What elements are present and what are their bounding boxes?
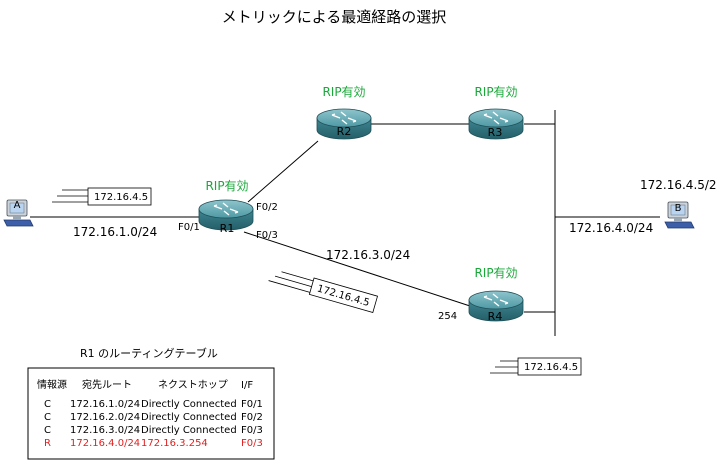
table-header-next-hop: ネクストホップ [158, 379, 228, 391]
network-r1-r4-label: 172.16.3.0/24 [326, 248, 410, 262]
router-r3-label: R3 [488, 126, 503, 139]
row-4-source: R [44, 438, 51, 449]
row-4-next-hop: 172.16.3.254 [141, 438, 208, 449]
row-1-next-hop: Directly Connected [141, 399, 237, 410]
network-links [30, 110, 660, 336]
link-r1-r2 [247, 140, 319, 203]
router-r1-rip-label: RIP有効 [205, 178, 248, 193]
router-r3-rip-label: RIP有効 [474, 84, 517, 99]
port-r4-254: 254 [438, 311, 457, 322]
router-r2-label: R2 [337, 125, 352, 138]
row-4-interface: F0/3 [241, 438, 263, 449]
row-2-destination: 172.16.2.0/24 [70, 412, 140, 423]
routing-table-caption: R1 のルーティングテーブル [80, 346, 218, 360]
network-lan-b-label: 172.16.4.0/24 [569, 221, 653, 235]
row-1-source: C [44, 399, 51, 410]
row-4-destination: 172.16.4.0/24 [70, 438, 140, 449]
packet-1-address: 172.16.4.5 [94, 192, 148, 203]
row-1-interface: F0/1 [241, 399, 263, 410]
table-header-interface: I/F [241, 380, 253, 391]
router-r4-label: R4 [488, 310, 503, 323]
packet-1: 172.16.4.5 [52, 187, 152, 206]
table-row-highlighted: R 172.16.4.0/24 172.16.3.254 F0/3 [44, 438, 263, 449]
row-2-interface: F0/2 [241, 412, 263, 423]
host-a-label: A [14, 200, 21, 211]
row-2-next-hop: Directly Connected [141, 412, 237, 423]
page-title: メトリックによる最適経路の選択 [222, 8, 447, 26]
link-r1-r4 [243, 231, 471, 307]
routing-table: 情報源 宛先ルート ネクストホップ I/F C 172.16.1.0/24 Di… [27, 367, 275, 460]
table-row: C 172.16.1.0/24 Directly Connected F0/1 [44, 399, 263, 410]
host-b-label: B [675, 203, 682, 214]
row-2-source: C [44, 412, 51, 423]
table-header-destination: 宛先ルート [82, 378, 132, 391]
row-3-interface: F0/3 [241, 425, 263, 436]
table-row: C 172.16.2.0/24 Directly Connected F0/2 [44, 412, 263, 423]
row-1-destination: 172.16.1.0/24 [70, 399, 140, 410]
packet-2: 172.16.4.5 [268, 271, 378, 314]
port-r1-f03: F0/3 [256, 230, 278, 241]
row-3-destination: 172.16.3.0/24 [70, 425, 140, 436]
row-3-source: C [44, 425, 51, 436]
port-r1-f02: F0/2 [256, 202, 278, 213]
row-3-next-hop: Directly Connected [141, 425, 237, 436]
router-r1-label: R1 [220, 222, 235, 235]
table-header-source: 情報源 [37, 378, 67, 391]
host-b-address: 172.16.4.5/24 [640, 178, 716, 192]
table-row: C 172.16.3.0/24 Directly Connected F0/3 [44, 425, 263, 436]
network-lan-a-label: 172.16.1.0/24 [73, 225, 157, 239]
router-r2-rip-label: RIP有効 [322, 84, 365, 99]
router-r4-rip-label: RIP有効 [474, 265, 517, 280]
packet-3-address: 172.16.4.5 [524, 362, 578, 373]
packet-3: 172.16.4.5 [490, 357, 582, 376]
port-r1-f01: F0/1 [178, 222, 200, 233]
